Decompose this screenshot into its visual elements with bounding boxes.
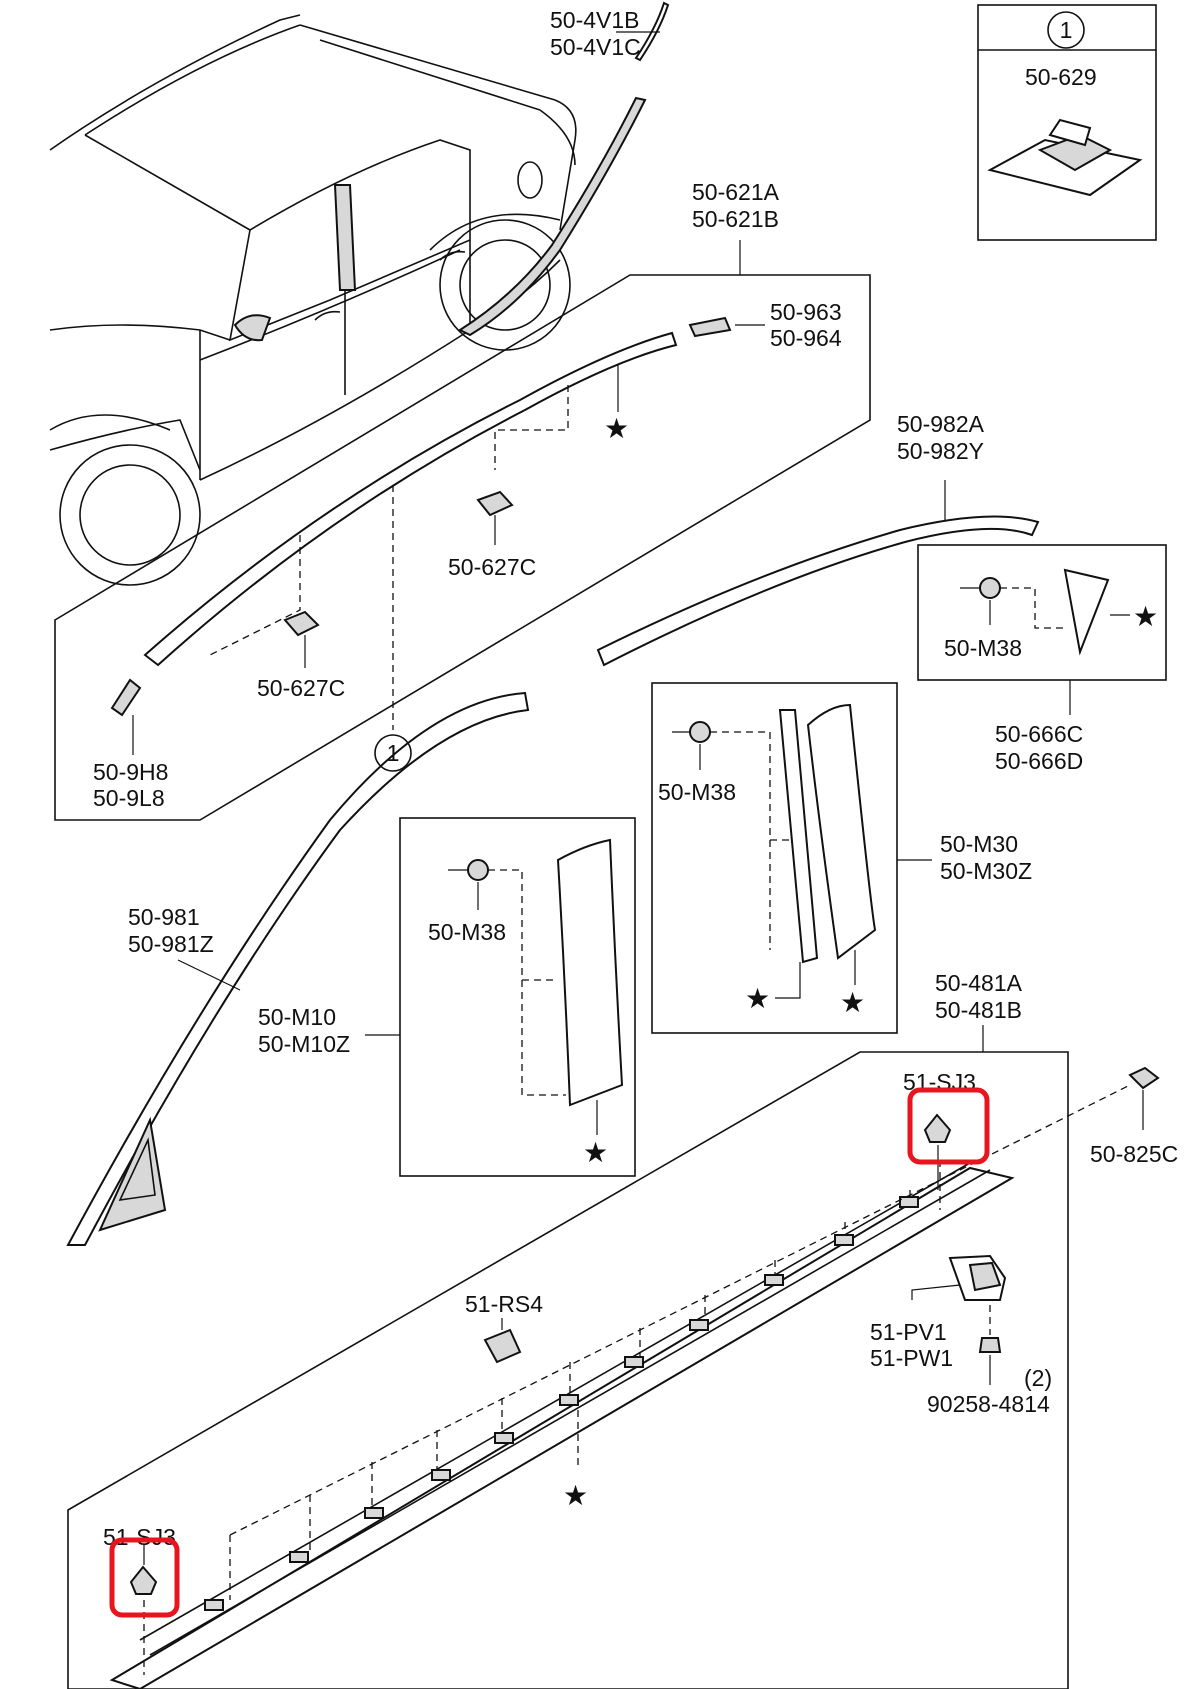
label-627c-upper: 50-627C [448,554,536,580]
part-rear-pillar-strip [457,96,647,337]
part-982-molding: 50-982A 50-982Y [596,411,1040,667]
label-627c-lower: 50-627C [257,675,345,701]
detail-box-m30: 50-M38 ★ ★ 50-M30 50-M30Z [651,682,1032,1034]
label-m30z: 50-M30Z [940,858,1032,884]
detail-box-1: 1 50-629 [977,4,1157,241]
car-illustration [49,14,577,586]
label-982a: 50-982A [897,411,985,437]
label-666d: 50-666D [995,748,1083,774]
label-981z: 50-981Z [128,931,214,957]
label-481a: 50-481A [935,970,1023,996]
label-981: 50-981 [128,904,200,930]
detail-box-m10: 50-M38 ★ 50-M10 50-M10Z [258,817,636,1177]
label-825c: 50-825C [1090,1141,1178,1167]
part-4v1-strip: 50-4V1B 50-4V1C [550,1,670,62]
sill-clips [204,1196,919,1611]
star-icon: ★ [745,982,770,1015]
star-icon: ★ [1133,600,1158,633]
label-rs4: 51-RS4 [465,1291,543,1317]
highlight-sj3-upper [907,1087,990,1165]
label-982y: 50-982Y [897,438,984,464]
label-9h8: 50-9H8 [93,759,168,785]
label-m38-box666: 50-M38 [944,635,1022,661]
label-90258: 90258-4814 [927,1391,1050,1417]
callout-2: (2) [1024,1365,1052,1391]
callout-1-main: 1 [387,740,400,766]
detail-box-666: ★ 50-M38 50-666C 50-666D [917,544,1167,774]
label-m10: 50-M10 [258,1004,336,1030]
star-icon: ★ [583,1136,608,1169]
label-m38-boxm30: 50-M38 [658,779,736,805]
label-pv1: 51-PV1 [870,1319,947,1345]
part-981-molding: 1 50-981 50-981Z [66,691,530,1246]
label-621a: 50-621A [692,179,780,205]
label-m10z: 50-M10Z [258,1031,350,1057]
label-9l8: 50-9L8 [93,785,165,811]
label-629: 50-629 [1025,64,1097,90]
frame-upper-molding: 50-621A 50-621B 50-963 50-964 ★ 50-627C … [54,179,871,821]
star-icon: ★ [840,986,865,1019]
label-4v1b: 50-4V1B [550,7,640,33]
label-964: 50-964 [770,325,842,351]
label-pw1: 51-PW1 [870,1345,953,1371]
label-963: 50-963 [770,299,842,325]
label-m38-boxm10: 50-M38 [428,919,506,945]
label-621b: 50-621B [692,206,779,232]
frame-side-sill: 50-481A 50-481B 51-SJ3 [67,970,1178,1689]
label-4v1c: 50-4V1C [550,34,641,60]
label-m30: 50-M30 [940,831,1018,857]
callout-1-box: 1 [1060,17,1073,43]
label-481b: 50-481B [935,997,1022,1023]
highlight-sj3-lower [109,1537,180,1618]
label-666c: 50-666C [995,721,1083,747]
star-icon: ★ [563,1479,588,1512]
star-icon: ★ [604,412,629,445]
